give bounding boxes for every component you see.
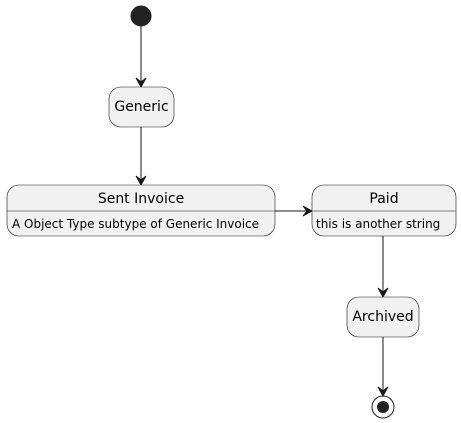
end-node <box>371 395 395 419</box>
state-paid-title: Paid <box>369 191 398 207</box>
start-node <box>130 5 152 27</box>
transition-sent-invoice-to-paid <box>275 205 314 217</box>
state-generic[interactable]: Generic <box>108 86 175 128</box>
transition-start-to-generic <box>135 26 147 89</box>
state-archived-title: Archived <box>352 309 413 325</box>
state-paid[interactable]: Paid this is another string <box>311 184 457 237</box>
state-archived[interactable]: Archived <box>346 296 420 338</box>
transition-archived-to-end <box>377 337 389 398</box>
state-generic-title: Generic <box>114 99 168 115</box>
state-sent-invoice-title: Sent Invoice <box>98 191 184 207</box>
transition-paid-to-archived <box>377 236 389 299</box>
state-paid-description: this is another string <box>316 217 440 231</box>
state-sent-invoice[interactable]: Sent Invoice A Object Type subtype of Ge… <box>6 184 276 237</box>
state-sent-invoice-description: A Object Type subtype of Generic Invoice <box>12 217 259 231</box>
transition-generic-to-sent-invoice <box>135 127 147 187</box>
